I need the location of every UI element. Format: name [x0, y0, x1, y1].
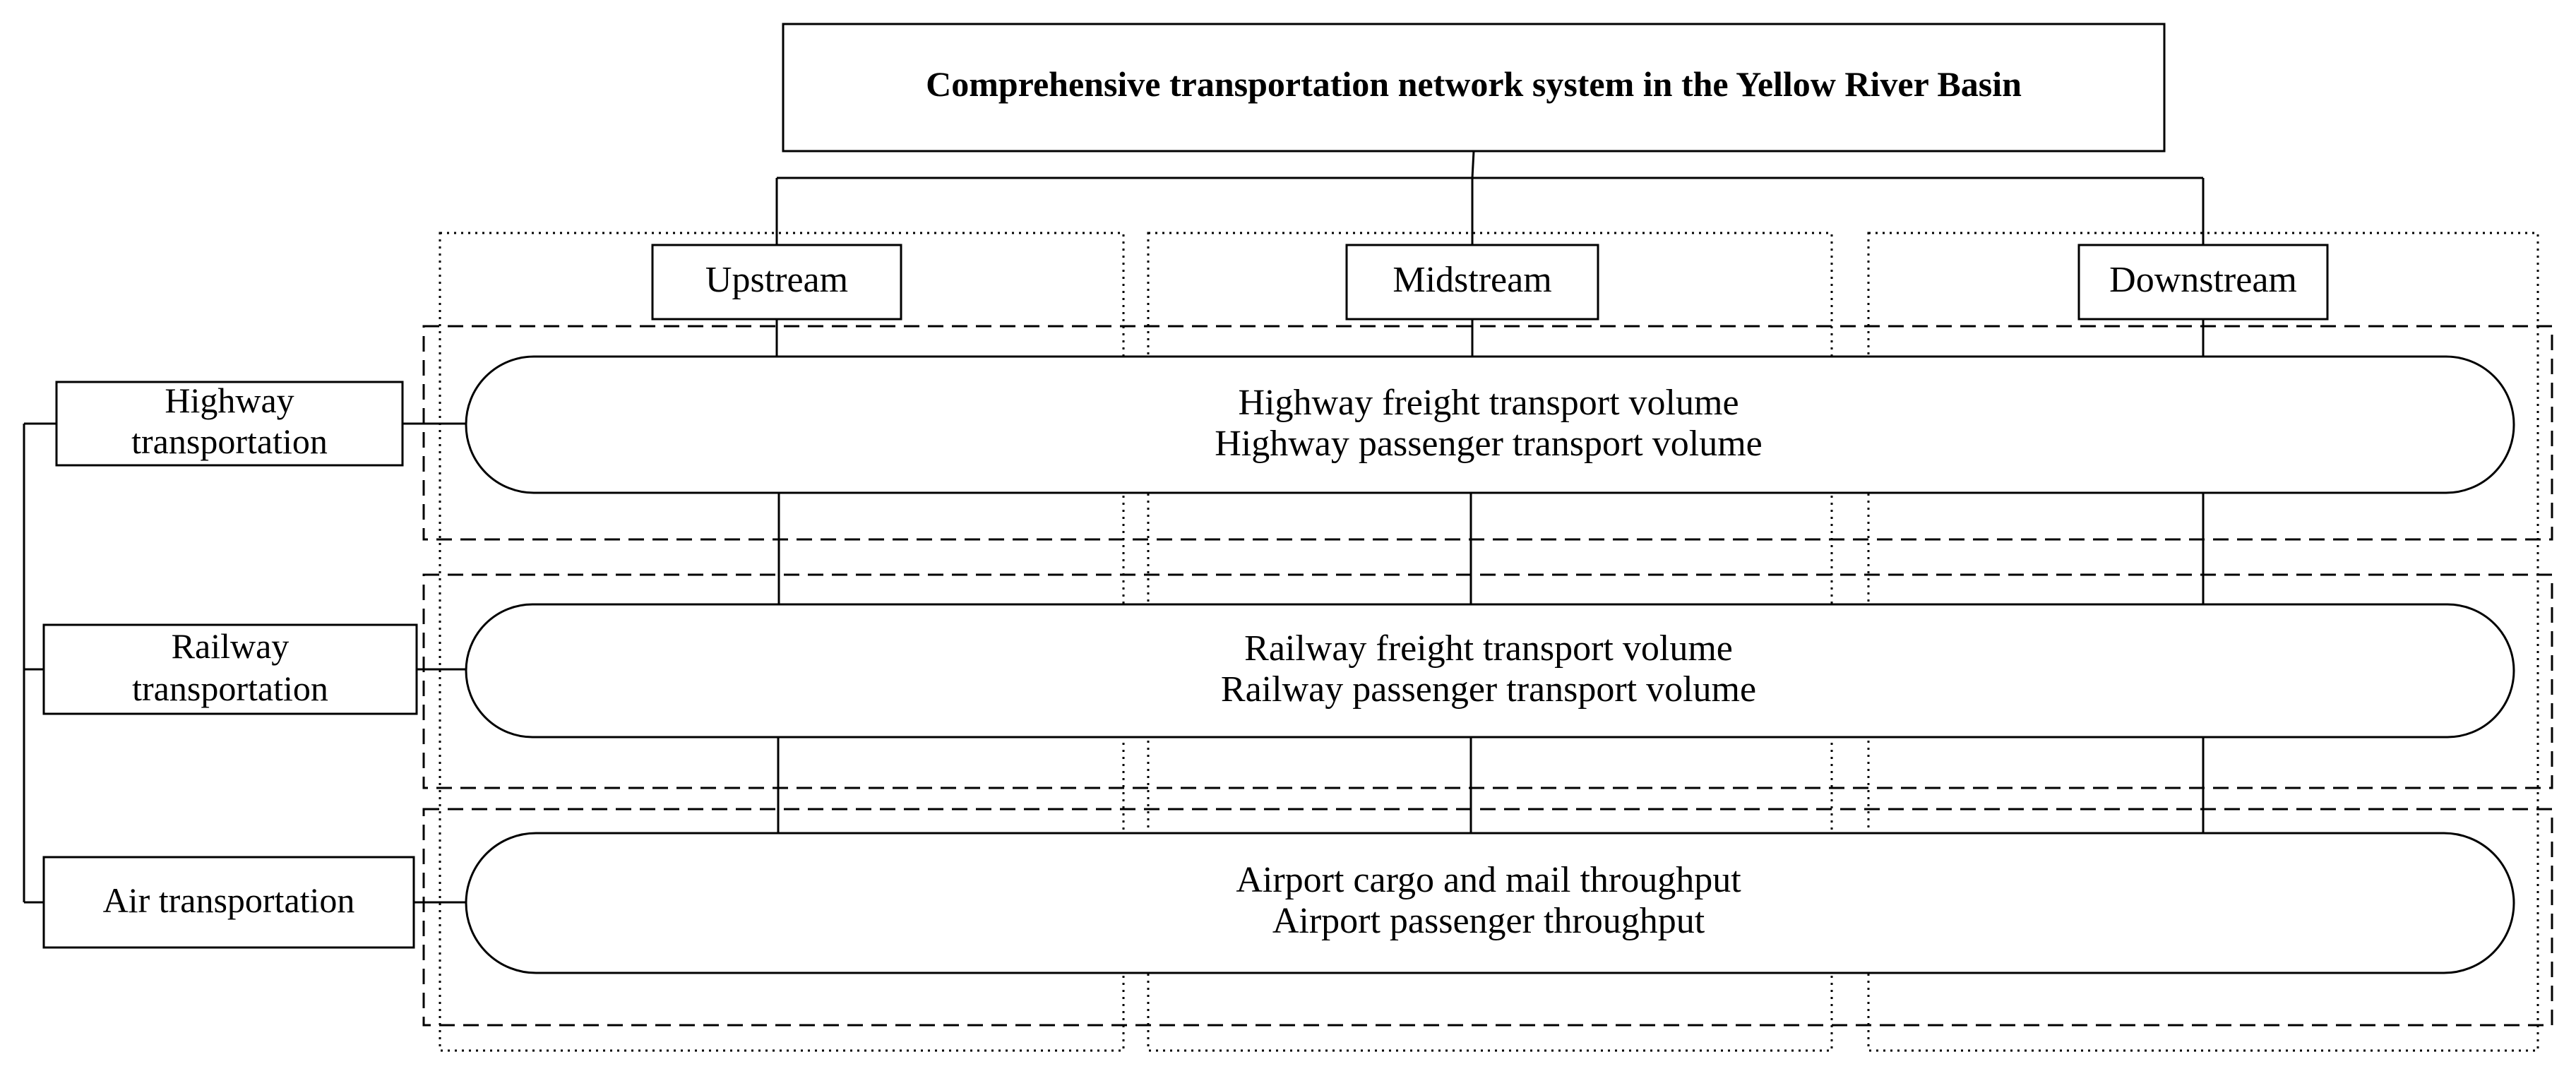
railway-indicator-line1: Railway freight transport volume: [1244, 628, 1733, 669]
railway-indicator-line2: Railway passenger transport volume: [1221, 669, 1756, 710]
title-box: Comprehensive transportation network sys…: [782, 23, 2166, 153]
midstream-label: Midstream: [1393, 260, 1551, 300]
downstream-box: Downstream: [2077, 244, 2329, 321]
air-mode-box: Air transportation: [42, 856, 415, 949]
railway-region: [422, 573, 2553, 789]
upstream-region: [439, 232, 1125, 1052]
downstream-label: Downstream: [2109, 260, 2297, 300]
railway-mode-label-line2: transportation: [132, 669, 328, 708]
mode-bracket: [23, 422, 466, 904]
railway-mode-box: Railway transportation: [42, 623, 418, 715]
midstream-box: Midstream: [1345, 244, 1599, 321]
title-connectors: [775, 150, 2205, 245]
air-indicator-pill: Airport cargo and mail throughput Airpor…: [465, 832, 2515, 974]
highway-indicator-line1: Highway freight transport volume: [1238, 383, 1739, 423]
railway-mode-label-line1: Railway: [172, 626, 290, 666]
air-mode-label: Air transportation: [103, 880, 355, 920]
railway-indicator-pill: Railway freight transport volume Railway…: [465, 603, 2515, 739]
highway-indicator-pill: Highway freight transport volume Highway…: [465, 355, 2515, 494]
diagram-title: Comprehensive transportation network sys…: [926, 64, 2022, 104]
highway-mode-label-line2: transportation: [131, 422, 328, 461]
air-region: [422, 808, 2553, 1027]
upstream-box: Upstream: [651, 244, 902, 321]
upstream-label: Upstream: [705, 260, 848, 300]
section-connectors: [775, 319, 2205, 833]
highway-indicator-line2: Highway passenger transport volume: [1215, 424, 1762, 464]
highway-mode-label-line1: Highway: [165, 381, 294, 420]
highway-region: [422, 325, 2553, 541]
air-indicator-line2: Airport passenger throughput: [1272, 901, 1705, 941]
air-indicator-line1: Airport cargo and mail throughput: [1236, 860, 1741, 900]
highway-mode-box: Highway transportation: [55, 381, 404, 467]
